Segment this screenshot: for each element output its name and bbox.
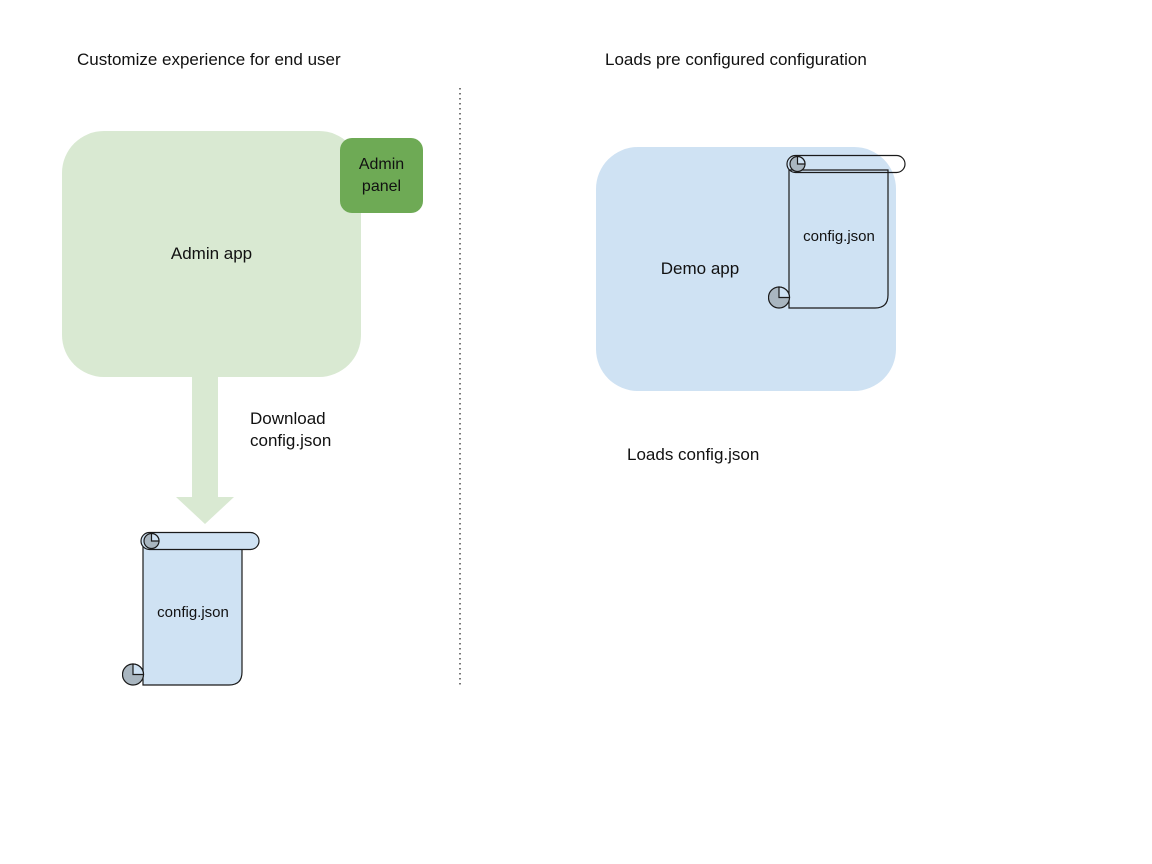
- download-label-line2: config.json: [250, 431, 332, 450]
- config-file-label-right: config.json: [803, 228, 875, 245]
- demo-app-label: Demo app: [660, 259, 740, 278]
- scroll-top-roll: [786, 154, 906, 174]
- loads-config-label: Loads config.json: [627, 445, 760, 464]
- admin-panel-box: Admin panel: [340, 138, 423, 213]
- demo-app-box: [596, 147, 896, 391]
- config-file-scroll-left: [122, 531, 262, 687]
- right-section-title: Loads pre configured configuration: [605, 50, 867, 69]
- config-file-label-left: config.json: [157, 604, 229, 621]
- config-file-scroll-right: [768, 154, 908, 310]
- admin-app-box: [62, 131, 361, 377]
- scroll-curl-top-notch: [796, 155, 806, 165]
- scroll-curl-bottom-notch: [778, 286, 791, 299]
- admin-panel-label: Admin panel: [358, 155, 405, 195]
- download-arrow-head: [176, 497, 234, 524]
- download-arrow-shaft: [192, 377, 218, 498]
- scroll-body: [788, 169, 889, 309]
- left-section-title: Customize experience for end user: [77, 50, 341, 69]
- scroll-top-roll: [140, 531, 260, 551]
- admin-app-label: Admin app: [170, 244, 253, 263]
- scroll-icon: [122, 531, 260, 686]
- scroll-icon: [768, 154, 906, 309]
- download-label-line1: Download: [250, 409, 326, 428]
- download-label: Download config.json: [250, 408, 331, 452]
- section-divider: [459, 88, 461, 688]
- scroll-curl-bottom-notch: [132, 663, 145, 676]
- scroll-curl-top-notch: [150, 532, 160, 542]
- scroll-body: [142, 546, 243, 686]
